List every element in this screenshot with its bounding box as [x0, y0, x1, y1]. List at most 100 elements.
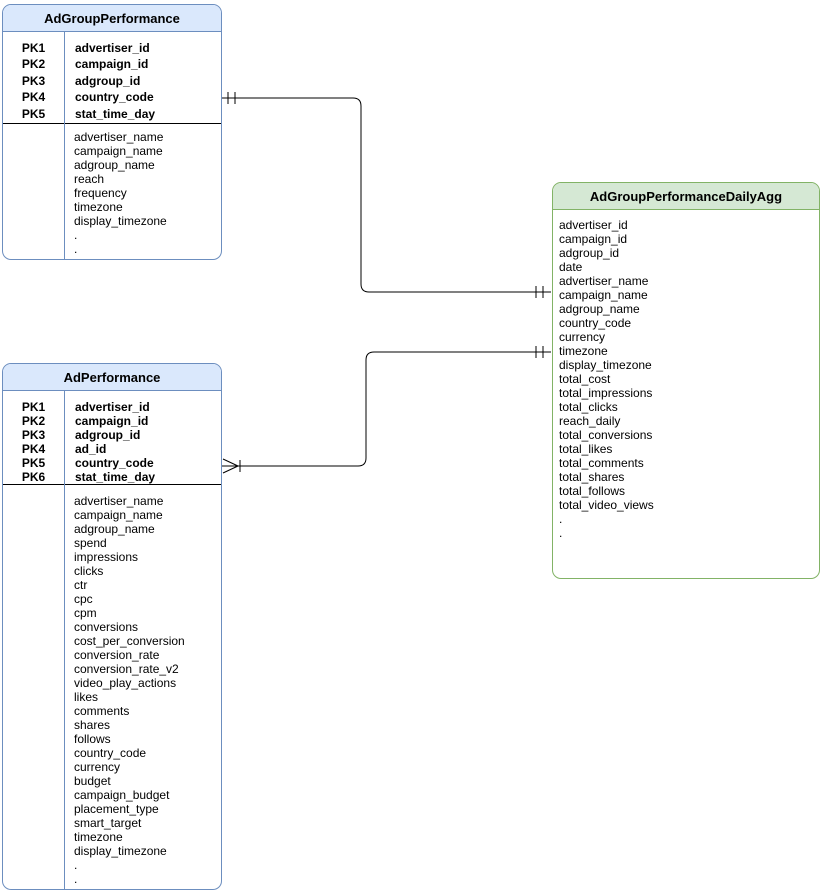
entity-title: AdPerformance: [3, 364, 221, 391]
field-name: total_shares: [559, 470, 625, 484]
field-name: adgroup_name: [559, 302, 640, 316]
crow-foot-many-marker: [222, 458, 241, 474]
field-name: .: [74, 242, 78, 256]
field-name: currency: [74, 760, 121, 774]
field-name: adgroup_name: [74, 522, 155, 536]
field-name: total_follows: [559, 484, 626, 498]
field-name: advertiser_name: [74, 494, 164, 508]
field-name: adgroup_name: [74, 158, 155, 172]
field-name: total_impressions: [559, 386, 653, 400]
field-name: display_timezone: [74, 844, 167, 858]
entity-title: AdGroupPerformanceDailyAgg: [553, 183, 819, 210]
field-name: advertiser_name: [559, 274, 649, 288]
pk-label: PK6: [21, 470, 46, 484]
pk-label: PK5: [21, 106, 46, 121]
field-name: .: [74, 872, 78, 886]
field-name: advertiser_id: [559, 218, 628, 232]
field-name: .: [74, 858, 78, 872]
connector-line-1[interactable]: [222, 97, 551, 293]
field-name: country_code: [74, 746, 147, 760]
pk-field-name: stat_time_day: [75, 470, 156, 484]
field-name: timezone: [559, 344, 608, 358]
field-name: frequency: [74, 186, 127, 200]
field-name: budget: [74, 774, 111, 788]
pk-field-name: campaign_id: [75, 57, 149, 72]
field-name: cpm: [74, 606, 97, 620]
pk-column-divider: [64, 32, 65, 259]
field-name: total_cost: [559, 372, 611, 386]
field-name: campaign_id: [559, 232, 628, 246]
field-name: .: [74, 228, 78, 242]
field-name: campaign_name: [74, 508, 163, 522]
field-name: .: [559, 526, 563, 540]
field-name: comments: [74, 704, 130, 718]
field-name: cpc: [74, 592, 93, 606]
section-divider: [3, 123, 221, 124]
pk-label: PK3: [21, 428, 46, 442]
field-name: display_timezone: [74, 214, 167, 228]
pk-label: PK5: [21, 456, 46, 470]
pk-label: PK3: [21, 73, 46, 88]
field-name: spend: [74, 536, 107, 550]
pk-label: PK1: [21, 41, 46, 55]
field-name: total_clicks: [559, 400, 618, 414]
pk-field-name: stat_time_day: [75, 106, 156, 121]
field-name: clicks: [74, 564, 104, 578]
pk-label: PK1: [21, 400, 46, 414]
pk-label: PK2: [21, 57, 46, 72]
pk-field-name: ad_id: [75, 442, 107, 456]
field-name: display_timezone: [559, 358, 652, 372]
field-name: total_conversions: [559, 428, 653, 442]
relationship-adperformance-dailyagg[interactable]: [222, 346, 551, 474]
field-name: conversion_rate: [74, 648, 160, 662]
pk-field-name: country_code: [75, 456, 154, 470]
field-name: placement_type: [74, 802, 159, 816]
cardinality-exactly-one-marker: [535, 286, 544, 298]
pk-column-divider: [64, 391, 65, 889]
field-name: follows: [74, 732, 111, 746]
pk-field-name: advertiser_id: [75, 41, 150, 55]
field-name: campaign_budget: [74, 788, 170, 802]
entity-title: AdGroupPerformance: [3, 5, 221, 32]
field-name: adgroup_id: [559, 246, 620, 260]
field-name: conversions: [74, 620, 139, 634]
field-name: impressions: [74, 550, 139, 564]
field-name: reach: [74, 172, 105, 186]
field-name: date: [559, 260, 583, 274]
field-name: .: [559, 512, 563, 526]
section-divider: [3, 484, 221, 485]
field-name: total_likes: [559, 442, 613, 456]
field-name: total_video_views: [559, 498, 654, 512]
connector-line-2[interactable]: [222, 351, 551, 467]
field-name: total_comments: [559, 456, 644, 470]
pk-field-name: advertiser_id: [75, 400, 150, 414]
field-name: ctr: [74, 578, 88, 592]
cardinality-exactly-one-marker: [227, 92, 236, 104]
pk-field-name: campaign_id: [75, 414, 149, 428]
field-name: advertiser_name: [74, 130, 164, 144]
field-name: campaign_name: [559, 288, 648, 302]
field-name: shares: [74, 718, 111, 732]
pk-field-name: adgroup_id: [75, 428, 141, 442]
field-name: video_play_actions: [74, 676, 177, 690]
field-name: likes: [74, 690, 99, 704]
field-name: currency: [559, 330, 606, 344]
pk-field-name: country_code: [75, 90, 154, 105]
relationship-adgroupperformance-dailyagg[interactable]: [222, 92, 551, 298]
pk-field-name: adgroup_id: [75, 73, 141, 88]
pk-label: PK4: [21, 442, 46, 456]
field-name: reach_daily: [559, 414, 621, 428]
field-name: country_code: [559, 316, 632, 330]
pk-label: PK4: [21, 90, 46, 105]
entity-adgroupperformancedailyagg[interactable]: AdGroupPerformanceDailyAgg advertiser_id…: [552, 182, 820, 579]
pk-label: PK2: [21, 414, 46, 428]
field-name: conversion_rate_v2: [74, 662, 179, 676]
